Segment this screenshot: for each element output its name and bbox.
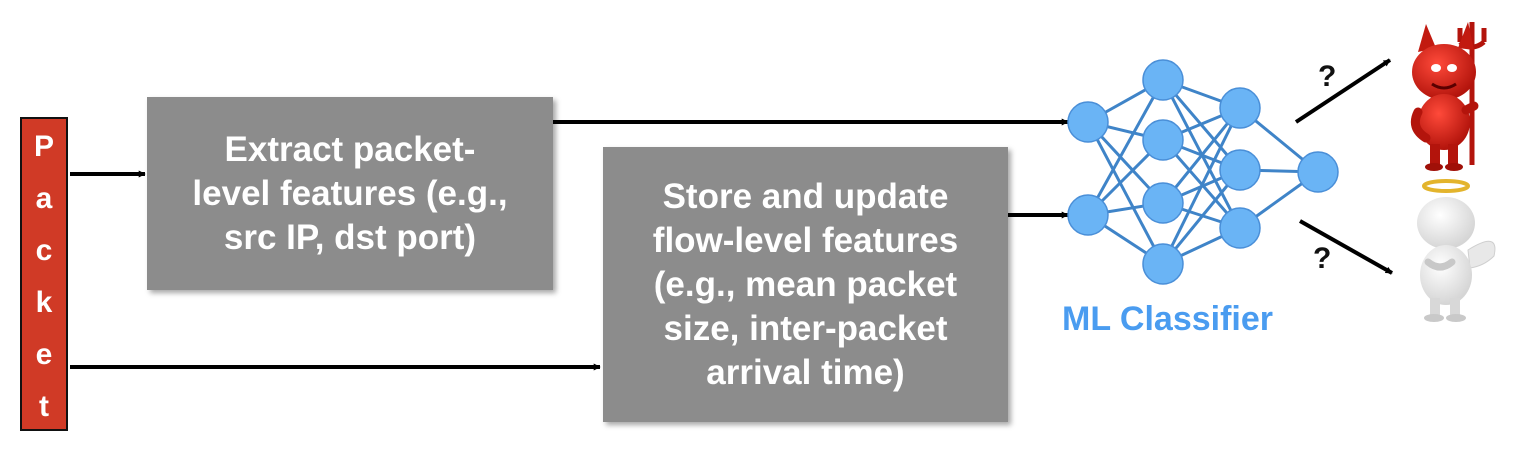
benign-question-mark: ? [1313,242,1332,275]
packet-letter: P [33,130,54,163]
packet-letter: e [35,338,53,371]
arrow-to-malicious [1294,58,1392,124]
flow-features-box: Store and update flow-level features (e.… [603,147,1008,422]
nn-node [1142,59,1184,101]
nn-node [1219,207,1261,249]
arrow-to-benign [1299,219,1393,275]
flow-features-line: flow-level features [652,220,959,260]
packet-features-line: Extract packet- [224,129,476,169]
nn-node [1067,194,1109,236]
nn-node [1219,149,1261,191]
angel-icon [1417,179,1496,322]
packet-features-line: level features (e.g., [192,173,508,213]
arrows [70,58,1393,371]
packet-features-box: Extract packet- level features (e.g., sr… [147,97,553,290]
nn-edge [1161,107,1242,265]
flow-features-line: arrival time) [706,352,905,392]
nn-edge [1086,79,1165,216]
packet-letter: t [39,390,49,423]
malicious-question-mark: ? [1318,60,1337,93]
packet-features-line: src IP, dst port) [223,217,477,257]
devil-icon [1410,22,1487,171]
flow-features-line: (e.g., mean packet [653,264,958,304]
flow-features-line: size, inter-packet [663,308,948,348]
nn-node [1142,182,1184,224]
packet-letter: c [35,234,53,267]
neural-network-icon [1067,59,1339,285]
nn-node [1142,243,1184,285]
nn-node [1067,101,1109,143]
nn-node [1142,119,1184,161]
ml-classifier-label: ML Classifier [1062,300,1274,338]
nn-node [1297,151,1339,193]
flow-features-line: Store and update [662,176,949,216]
packet-letter: a [35,182,53,215]
packet-letter: k [35,286,53,319]
nn-node [1219,87,1261,129]
nn-edge [1086,121,1165,265]
